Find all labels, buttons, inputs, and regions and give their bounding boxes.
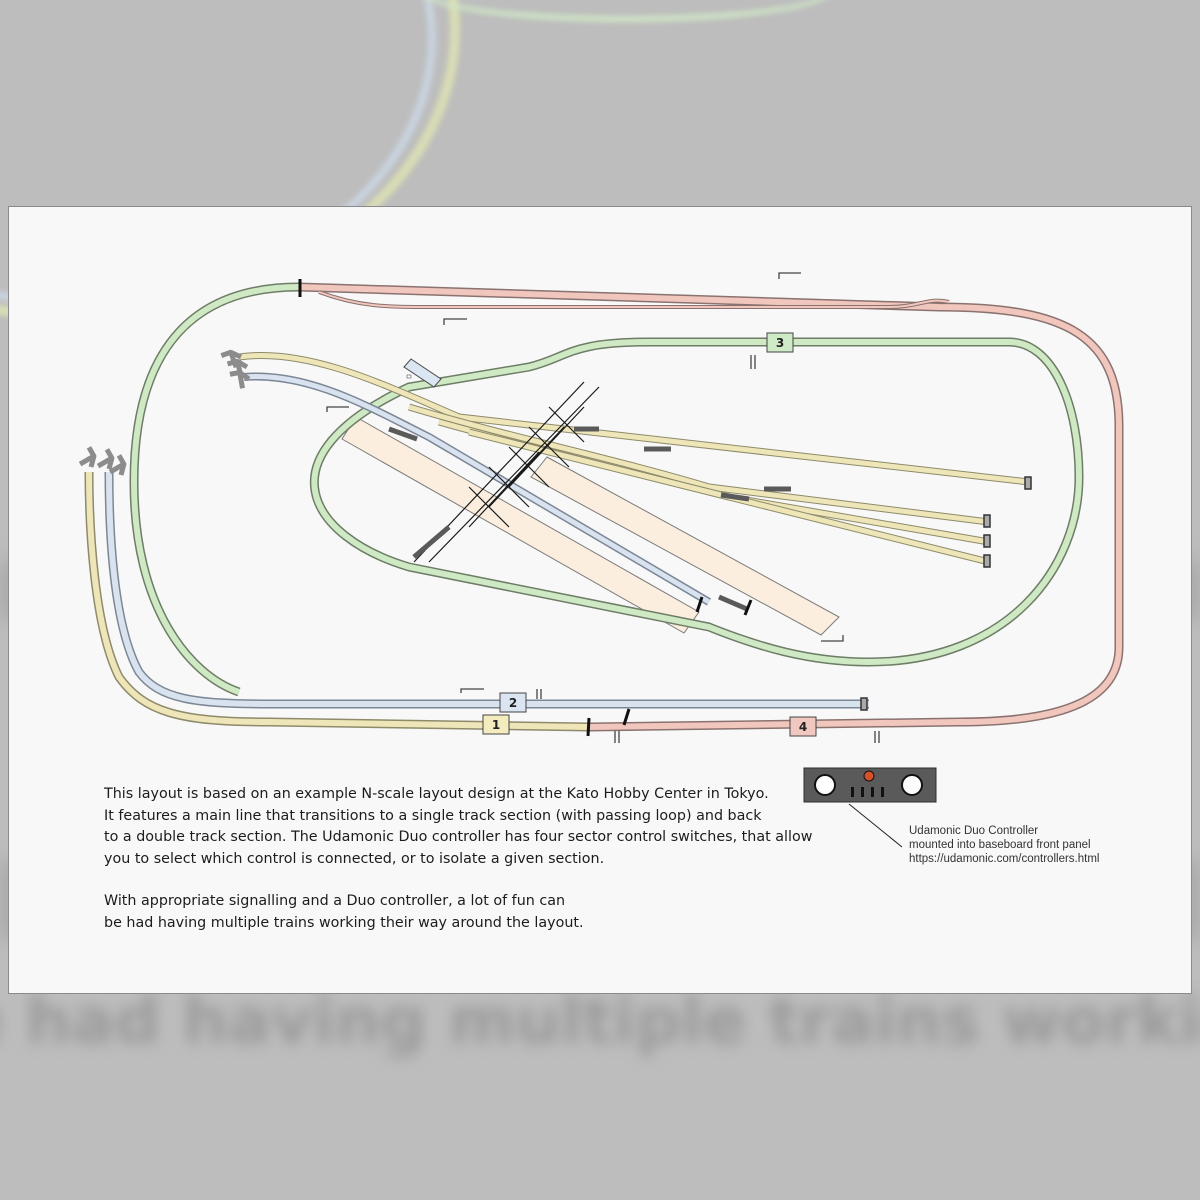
section-4-track <box>298 282 1124 732</box>
section-gaps <box>298 279 753 737</box>
track-layout-diagram: 1 2 3 4 <box>9 272 1124 848</box>
track-end-stops <box>860 476 1032 711</box>
svg-text:1: 1 <box>492 718 500 732</box>
section-label-1: 1 <box>482 714 510 735</box>
layout-description: This layout is based on an example N-sca… <box>104 784 824 955</box>
controller-name: Udamonic Duo Controller <box>909 825 1039 837</box>
section-label-4: 4 <box>789 716 817 737</box>
section-3-track <box>129 282 1084 697</box>
svg-text:3: 3 <box>776 336 784 350</box>
signal-posts <box>326 272 880 743</box>
controller-url: https://udamonic.com/controllers.html <box>909 853 1100 865</box>
description-paragraph-1: This layout is based on an example N-sca… <box>104 786 813 867</box>
isolated-segments <box>388 426 791 612</box>
svg-text:4: 4 <box>799 720 807 734</box>
platform-right <box>530 456 840 636</box>
section-2-track <box>104 372 869 709</box>
buffer-stops <box>75 349 250 479</box>
platforms <box>341 416 840 636</box>
section-1-track <box>84 351 1030 732</box>
section-label-2: 2 <box>499 692 527 713</box>
controller-caption: Udamonic Duo Controller mounted into bas… <box>909 824 1169 866</box>
section-label-3: 3 <box>766 332 794 353</box>
platform-left <box>341 416 700 634</box>
svg-text:2: 2 <box>509 696 517 710</box>
blurred-background-text: e had having multiple trains working the… <box>0 985 1200 1059</box>
lineside-building <box>403 358 442 388</box>
controller-mounting: mounted into baseboard front panel <box>909 839 1091 851</box>
layout-diagram-card: 1 2 3 4 This layout is based on an e <box>8 206 1192 994</box>
description-paragraph-2: With appropriate signalling and a Duo co… <box>104 893 584 931</box>
controller-icon <box>803 767 937 848</box>
